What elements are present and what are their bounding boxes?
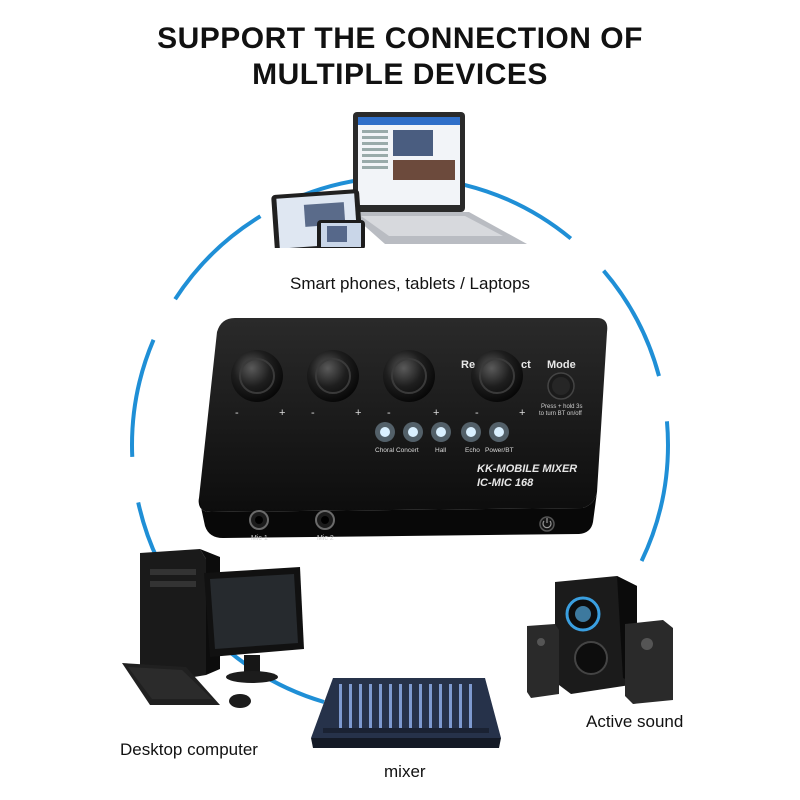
jack-label-mic-1: Mic 1 bbox=[251, 535, 268, 542]
brand-name: KK-MOBILE MIXER bbox=[477, 463, 577, 475]
led-indicator-row bbox=[375, 422, 509, 442]
caption-phones-tablets-laptops: Smart phones, tablets / Laptops bbox=[290, 274, 531, 293]
mode-button[interactable] bbox=[547, 372, 575, 400]
jack-label-mic-2: Mic 2 bbox=[317, 535, 334, 542]
knob-4-minus: - bbox=[475, 407, 479, 419]
mouse bbox=[229, 694, 251, 708]
mic-1-jack[interactable] bbox=[249, 510, 269, 530]
knob-2-minus: - bbox=[311, 407, 315, 419]
knob-1-minus: - bbox=[235, 407, 239, 419]
smartphone bbox=[317, 220, 365, 248]
led-1 bbox=[380, 427, 390, 437]
led-5 bbox=[494, 427, 504, 437]
device-front-panel bbox=[198, 492, 597, 538]
knob-3-plus: + bbox=[433, 407, 439, 419]
volume-knob-4[interactable] bbox=[471, 350, 523, 402]
karaoke-mixer-device: - + - + - + - + Re ct Mode Press + hold … bbox=[198, 318, 608, 542]
panel-header-fragment-left: Re bbox=[461, 359, 475, 371]
led-2 bbox=[408, 427, 418, 437]
active-speaker-system-illustration bbox=[527, 576, 673, 704]
power-button[interactable] bbox=[539, 516, 555, 532]
caption-desktop-computer: Desktop computer bbox=[120, 740, 258, 759]
mixing-console-illustration bbox=[311, 678, 501, 748]
laptop-tablet-phone-illustration bbox=[271, 112, 527, 248]
subwoofer bbox=[555, 576, 637, 694]
volume-knob-3[interactable] bbox=[383, 350, 435, 402]
led-label-hall: Hall bbox=[435, 447, 447, 454]
mode-hint-line-2: to turn BT on/off bbox=[539, 411, 582, 417]
mode-hint-line-1: Press + hold 3s bbox=[541, 404, 583, 410]
satellite-speaker-left bbox=[527, 624, 559, 698]
caption-active-sound: Active sound bbox=[586, 712, 684, 731]
panel-header-fragment-right: ct bbox=[521, 359, 531, 371]
desktop-computer-illustration bbox=[122, 549, 304, 708]
mode-label: Mode bbox=[547, 359, 576, 371]
knob-4-plus: + bbox=[519, 407, 525, 419]
led-4 bbox=[466, 427, 476, 437]
led-label-echo: Echo bbox=[465, 447, 480, 454]
mic-2-jack[interactable] bbox=[315, 510, 335, 530]
headline-line-2: MULTIPLE DEVICES bbox=[252, 58, 548, 91]
knob-3-minus: - bbox=[387, 407, 391, 419]
console-channel-strips bbox=[339, 684, 472, 728]
satellite-speaker-right bbox=[625, 620, 673, 704]
monitor bbox=[204, 567, 304, 683]
volume-knob-1[interactable] bbox=[231, 350, 283, 402]
knob-1-plus: + bbox=[279, 407, 285, 419]
keyboard bbox=[122, 663, 220, 705]
knob-2-plus: + bbox=[355, 407, 361, 419]
knob-row bbox=[231, 350, 523, 402]
laptop bbox=[349, 112, 527, 244]
led-label-power-bt: Power/BT bbox=[485, 447, 514, 454]
caption-mixer: mixer bbox=[384, 762, 426, 781]
led-3 bbox=[436, 427, 446, 437]
volume-knob-2[interactable] bbox=[307, 350, 359, 402]
model-number: IC-MIC 168 bbox=[477, 477, 534, 489]
headline-line-1: SUPPORT THE CONNECTION OF bbox=[157, 22, 643, 55]
led-label-choral-concert: Choral Concert bbox=[375, 447, 419, 454]
